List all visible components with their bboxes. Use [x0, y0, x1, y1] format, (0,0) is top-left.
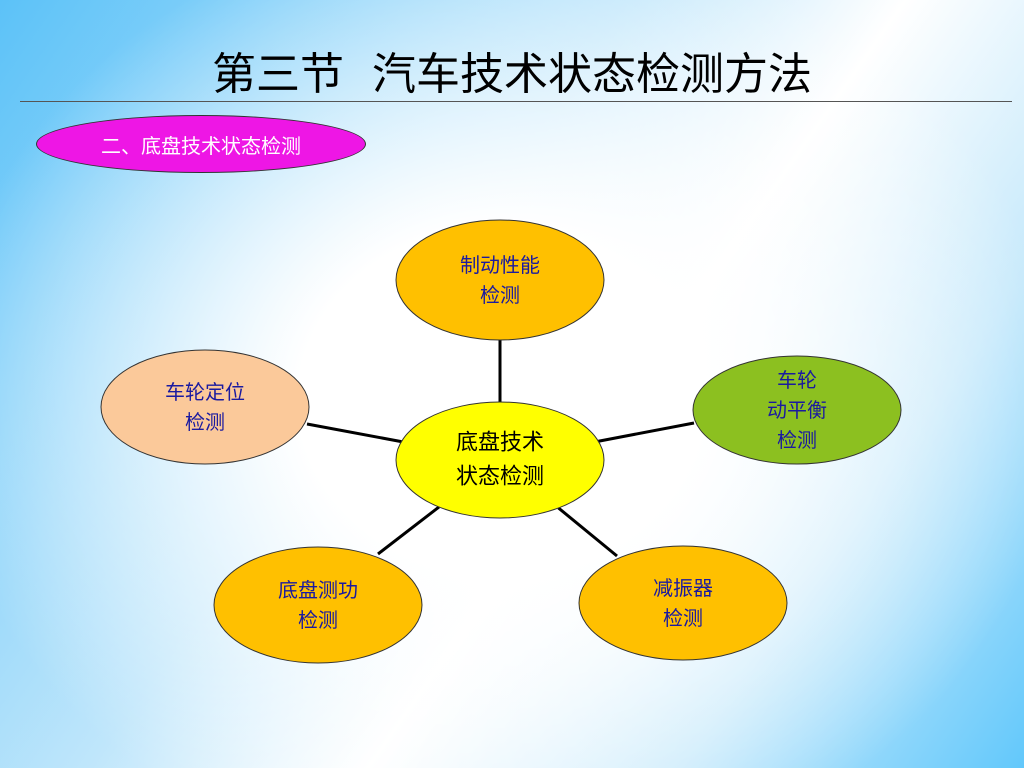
connector-wheel-alignment: [306, 422, 402, 444]
node-chassis-dyno-shape: [213, 546, 423, 664]
node-wheel-alignment-shape: [100, 349, 310, 465]
node-wheel-balance-label-line: 检测: [777, 428, 817, 452]
node-wheel-balance-shape: [692, 355, 902, 465]
node-wheel-balance-label-line: 车轮: [777, 368, 817, 392]
node-wheel-alignment-label-line: 车轮定位: [165, 380, 245, 404]
node-center: 底盘技术状态检测: [395, 401, 605, 519]
node-braking-shape: [395, 219, 605, 341]
node-braking-label-line: 检测: [480, 283, 520, 307]
node-wheel-balance-label-line: 动平衡: [767, 398, 827, 422]
connector-lines: [306, 340, 695, 558]
node-shock-absorber-label-line: 检测: [663, 606, 703, 630]
title-divider: [20, 101, 1012, 102]
connector-shock-absorber: [557, 506, 618, 558]
node-wheel-alignment-label-line: 检测: [185, 410, 225, 434]
connector-chassis-dyno: [377, 505, 440, 556]
section-label-text: 二、底盘技术状态检测: [101, 133, 301, 158]
node-center-label-line: 状态检测: [456, 465, 544, 490]
node-braking-label-line: 制动性能: [460, 253, 540, 277]
node-chassis-dyno-label-line: 检测: [298, 608, 338, 632]
node-center-label-line: 底盘技术: [456, 431, 544, 456]
page-title: 第三节 汽车技术状态检测方法: [212, 49, 812, 100]
node-center-shape: [395, 401, 605, 519]
node-chassis-dyno-label-line: 底盘测功: [278, 578, 358, 602]
node-shock-absorber-shape: [578, 545, 788, 661]
section-label-pill: 二、底盘技术状态检测: [36, 115, 366, 173]
connector-wheel-balance: [598, 421, 695, 443]
node-shock-absorber-label-line: 减振器: [653, 576, 713, 600]
